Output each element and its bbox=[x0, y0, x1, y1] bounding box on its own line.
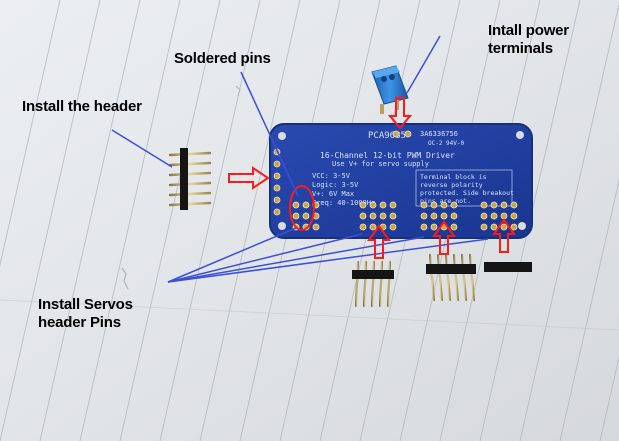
label-soldered-pins: Soldered pins bbox=[174, 50, 271, 67]
arrow-up-icon bbox=[432, 220, 456, 255]
servo-header-loose-2 bbox=[426, 253, 476, 302]
board-title: 16-Channel 12-bit PWM Driver bbox=[320, 151, 455, 160]
spec-freq: Freq: 40-1000Hz bbox=[312, 199, 375, 207]
label-install-header: Install the header bbox=[22, 98, 142, 115]
servo-pad-group-2 bbox=[359, 201, 397, 231]
stray-wire bbox=[121, 267, 129, 290]
board-code: 3A6336756 bbox=[420, 130, 458, 138]
power-terminal-pads bbox=[392, 130, 412, 138]
servo-header-loose-3 bbox=[484, 250, 532, 300]
arrow-up-icon bbox=[492, 218, 516, 253]
arrow-down-icon bbox=[387, 97, 413, 130]
red-arrows bbox=[228, 97, 516, 259]
spec-vplus: V+: 6V Max bbox=[312, 190, 354, 198]
board-subtitle: Use V+ for servo supply bbox=[332, 160, 429, 168]
soldered-pins-highlight bbox=[289, 185, 315, 231]
pointer-lines bbox=[111, 35, 489, 283]
spec-logic: Logic: 3-5V bbox=[312, 181, 359, 189]
mounting-hole bbox=[278, 222, 286, 230]
arrow-up-icon bbox=[367, 224, 391, 259]
terminal-note-4: pins are not. bbox=[420, 197, 471, 205]
mounting-hole bbox=[278, 132, 286, 140]
board-rev: OC-2 94V-0 bbox=[428, 140, 465, 147]
servo-header-loose-1 bbox=[352, 260, 394, 308]
terminal-note-2: reverse polarity bbox=[420, 181, 483, 189]
margin-line bbox=[0, 299, 619, 331]
mounting-hole bbox=[516, 131, 524, 139]
label-power-terminals: Intall power terminals bbox=[488, 22, 569, 57]
servo-pad-group-1 bbox=[292, 201, 320, 231]
terminal-note-1: Terminal block is bbox=[420, 173, 487, 181]
label-install-servos: Install Servos header Pins bbox=[38, 296, 133, 331]
servo-pad-group-4 bbox=[480, 201, 518, 231]
arrow-right-icon bbox=[228, 166, 270, 190]
pca9685-board: PCA9685 3A6336756 OC-2 94V-0 16-Channel … bbox=[269, 123, 533, 239]
terminal-note-3: protected. Side breakout bbox=[420, 189, 514, 197]
side-breakout-pads bbox=[273, 148, 281, 216]
loose-header-left bbox=[168, 148, 212, 210]
board-model: PCA9685 bbox=[368, 131, 406, 141]
terminal-note-box: Terminal block is reverse polarity prote… bbox=[415, 169, 514, 207]
mounting-hole bbox=[518, 222, 526, 230]
stray-wire bbox=[235, 85, 241, 97]
spec-vcc: VCC: 3-5V bbox=[312, 172, 351, 180]
